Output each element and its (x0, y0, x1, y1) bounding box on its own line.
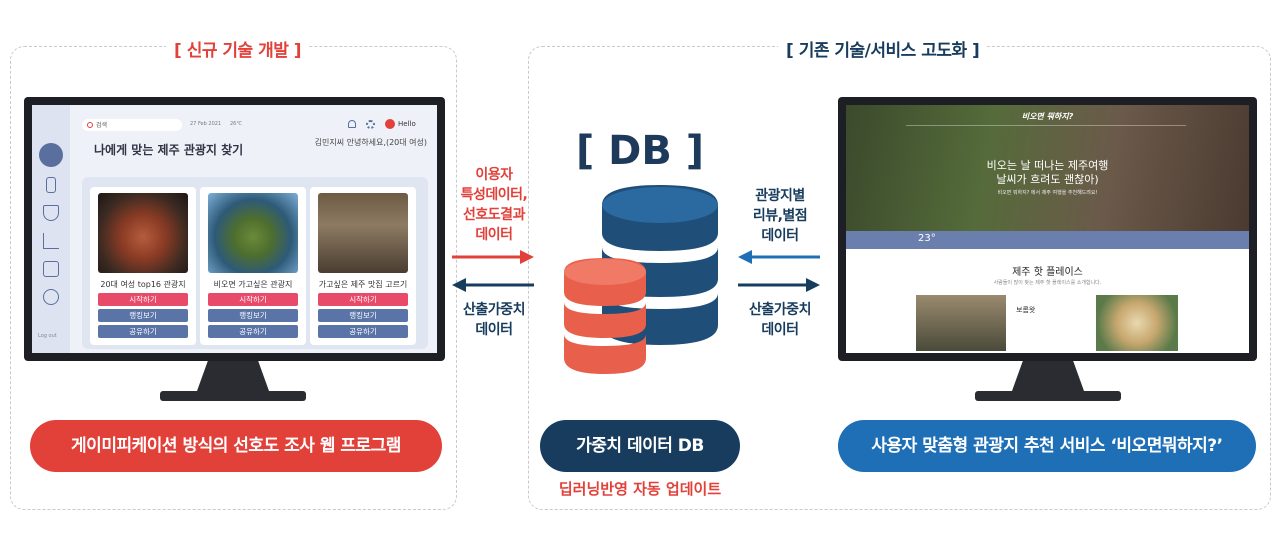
section-title: 제주 핫 플레이스 (1012, 267, 1083, 278)
card-2-image (208, 193, 298, 273)
left-panel-title: [ 신규 기술 개발 ] (166, 36, 310, 61)
user-icon[interactable] (43, 289, 59, 305)
card-3-start-button[interactable]: 시작하기 (318, 293, 408, 306)
card-2-title: 비오면 가고싶은 관광지 (213, 280, 293, 289)
right-arrow-left (738, 250, 820, 264)
db-label: [ DB ] (575, 128, 705, 174)
card-3-title: 가고싶은 제주 맛집 고르기 (318, 280, 408, 289)
card-3-image (318, 193, 408, 273)
db-subtext: 딥러닝반영 자동 업데이트 (558, 480, 722, 498)
weather-bar: 23° (846, 231, 1249, 249)
left-app-main: 검색 27 Feb 2021 26℃ Hello 나에게 맞는 제주 관광지 찾… (70, 105, 437, 353)
card-2-share-button[interactable]: 공유하기 (208, 325, 298, 338)
db-stack-coral (564, 258, 646, 374)
search-input[interactable]: 검색 (82, 119, 182, 131)
left-pill: 게이미피케이션 방식의 선호도 조사 웹 프로그램 (30, 420, 442, 472)
right-body: 제주 핫 플레이스 사람들이 많이 찾는 제주 핫 플레이스를 소개합니다. 보… (846, 249, 1249, 353)
right-monitor-neck (1012, 361, 1084, 391)
temp-text: 26℃ (230, 121, 242, 127)
nav-bar (906, 125, 1186, 126)
page-title: 나에게 맞는 제주 관광지 찾기 (94, 143, 244, 157)
card-3-rank-button[interactable]: 랭킹보기 (318, 309, 408, 322)
hero-subtext: 비오면 뭐하지? 에서 제주 여행을 추천해드려요! (997, 190, 1098, 196)
left-monitor: Log out 검색 27 Feb 2021 26℃ Hello 나에게 맞는 … (24, 97, 445, 361)
right-arrow-right (738, 278, 820, 292)
db-pill: 가중치 데이터 DB (540, 420, 740, 472)
left-arrow-right (452, 250, 534, 264)
right-lower-arrow-label: 산출가중치 데이터 (749, 302, 811, 338)
logout-link[interactable]: Log out (38, 333, 57, 339)
card-2: 비오면 가고싶은 관광지 시작하기 랭킹보기 공유하기 (200, 187, 306, 345)
right-panel-title: [ 기존 기술/서비스 고도화 ] (778, 36, 988, 61)
left-lower-arrow-label: 산출가중치 데이터 (463, 302, 525, 338)
hello-text: Hello (398, 120, 416, 128)
chart-icon[interactable] (43, 233, 59, 249)
search-icon (87, 122, 93, 128)
card-1-rank-button[interactable]: 랭킹보기 (98, 309, 188, 322)
hero-line-1: 비오는 날 떠나는 제주여행 (986, 159, 1109, 172)
left-arrow-left (452, 278, 534, 292)
card-3: 가고싶은 제주 맛집 고르기 시작하기 랭킹보기 공유하기 (310, 187, 416, 345)
right-upper-arrow-label: 관광지별 리뷰,별점 데이터 (752, 188, 808, 244)
place-image-right[interactable] (1096, 295, 1178, 351)
card-1-image (98, 193, 188, 273)
right-monitor: 비오면 뭐하지? 비오는 날 떠나는 제주여행 날씨가 흐려도 괜찮아) 비오면… (838, 97, 1257, 361)
right-monitor-base (975, 391, 1121, 401)
card-1-start-button[interactable]: 시작하기 (98, 293, 188, 306)
hero-line-2: 날씨가 흐려도 괜찮아) (996, 173, 1099, 186)
monitor-icon[interactable] (43, 261, 59, 277)
card-1: 20대 여성 top16 관광지 시작하기 랭킹보기 공유하기 (90, 187, 196, 345)
shield-icon[interactable] (43, 205, 59, 221)
left-monitor-base (160, 391, 306, 401)
avatar[interactable] (385, 119, 395, 129)
place-name: 보롬왓 (1016, 306, 1036, 314)
bell-icon[interactable] (348, 120, 356, 128)
left-screen: Log out 검색 27 Feb 2021 26℃ Hello 나에게 맞는 … (32, 105, 437, 353)
search-placeholder: 검색 (96, 122, 108, 129)
date-text: 27 Feb 2021 (190, 121, 222, 127)
phone-icon[interactable] (46, 177, 56, 193)
greeting-text: 김민지씨 안녕하세요,(20대 여성) (314, 138, 427, 147)
gear-icon[interactable] (366, 120, 375, 129)
hero-banner: 비오면 뭐하지? 비오는 날 떠나는 제주여행 날씨가 흐려도 괜찮아) 비오면… (846, 105, 1249, 231)
left-monitor-neck (197, 361, 269, 391)
card-2-rank-button[interactable]: 랭킹보기 (208, 309, 298, 322)
db-stack-navy (602, 185, 718, 345)
home-icon[interactable] (39, 143, 63, 167)
card-1-share-button[interactable]: 공유하기 (98, 325, 188, 338)
left-sidebar: Log out (32, 105, 70, 353)
temperature-text: 23° (918, 233, 936, 244)
section-subtitle: 사람들이 많이 찾는 제주 핫 플레이스를 소개합니다. (993, 280, 1102, 286)
right-screen: 비오면 뭐하지? 비오는 날 떠나는 제주여행 날씨가 흐려도 괜찮아) 비오면… (846, 105, 1249, 353)
right-pill: 사용자 맞춤형 관광지 추천 서비스 ‘비오면뭐하지?’ (838, 420, 1256, 472)
card-2-start-button[interactable]: 시작하기 (208, 293, 298, 306)
site-logo[interactable]: 비오면 뭐하지? (1021, 112, 1074, 121)
card-1-title: 20대 여성 top16 관광지 (100, 280, 186, 289)
card-3-share-button[interactable]: 공유하기 (318, 325, 408, 338)
left-upper-arrow-label: 이용자 특성데이터, 선호도결과 데이터 (460, 167, 528, 243)
place-image-left[interactable] (916, 295, 1006, 351)
